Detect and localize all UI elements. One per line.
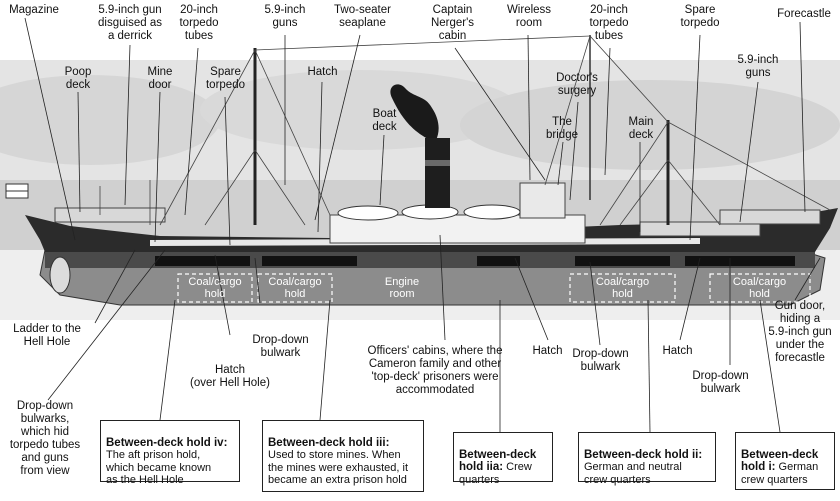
label-drop-bulwark-3: Drop-down bulwark	[692, 370, 749, 395]
label-doctors-surgery: Doctor's surgery	[556, 72, 598, 97]
hold-iia-box: Between-deck hold iia: Crew quarters	[453, 432, 553, 486]
hold-iii-title: Between-deck hold iii:	[268, 436, 390, 449]
label-hatch-top: Hatch	[307, 66, 338, 78]
label-coal-hold-2: Coal/cargo hold	[268, 276, 322, 300]
label-boat-deck: Boat deck	[372, 108, 397, 133]
label-coal-hold-3: Coal/cargo hold	[595, 276, 650, 300]
hold-i-box: Between-deck hold i: German crew quarter…	[735, 432, 835, 490]
hold-iii-desc: Used to store mines. When the mines were…	[268, 449, 409, 486]
label-hatch-mid: Hatch	[532, 345, 563, 357]
label-bridge: The bridge	[546, 116, 578, 141]
label-hatch-hell-hole: Hatch (over Hell Hole)	[190, 364, 270, 389]
label-coal-hold-4: Coal/cargo hold	[732, 276, 787, 300]
label-officers-cabins: Officers' cabins, where the Cameron fami…	[367, 345, 503, 396]
label-wireless-room: Wireless room	[506, 4, 552, 29]
hold-ii-desc: German and neutral crew quarters	[584, 461, 682, 486]
label-poop-deck: Poop deck	[64, 66, 92, 91]
label-spare-torpedo-fwd: Spare torpedo	[680, 4, 720, 29]
label-seaplane: Two-seater seaplane	[334, 4, 391, 29]
label-ladder-hell-hole: Ladder to the Hell Hole	[13, 323, 81, 348]
label-drop-bulwarks: Drop-down bulwarks, which hid torpedo tu…	[9, 400, 81, 477]
hold-iv-desc: The aft prison hold, which became known …	[106, 449, 212, 486]
label-hatch-fwd: Hatch	[662, 345, 693, 357]
label-drop-bulwark-1: Drop-down bulwark	[252, 334, 309, 359]
hold-iv-box: Between-deck hold iv: The aft prison hol…	[100, 420, 240, 486]
label-magazine: Magazine	[9, 4, 59, 16]
hold-ii-box: Between-deck hold ii: German and neutral…	[578, 432, 716, 486]
hold-i-desc: German crew quarters	[741, 461, 819, 486]
hold-ii-title: Between-deck hold ii:	[584, 448, 703, 461]
hold-iia-desc: Crew quarters	[459, 461, 532, 486]
hold-iv-title: Between-deck hold iv:	[106, 436, 228, 449]
label-mine-door: Mine door	[147, 66, 173, 91]
label-drop-bulwark-2: Drop-down bulwark	[572, 348, 629, 373]
label-torpedo-tubes-aft: 20-inch torpedo tubes	[179, 4, 219, 42]
label-guns-fwd: 5.9-inch guns	[737, 54, 779, 79]
label-spare-torpedo-aft: Spare torpedo	[205, 66, 245, 91]
hold-i-title: Between-deck hold i:	[741, 448, 819, 474]
label-gun-derrick: 5.9-inch gun disguised as a derrick	[98, 4, 162, 42]
label-engine-room: Engine room	[384, 276, 420, 300]
label-guns-aft: 5.9-inch guns	[264, 4, 306, 29]
hold-iia-title: Between-deck hold iia:	[459, 448, 537, 474]
label-captains-cabin: Captain Nerger's cabin	[430, 4, 475, 42]
label-torpedo-tubes-fwd: 20-inch torpedo tubes	[589, 4, 629, 42]
label-main-deck: Main deck	[628, 116, 654, 141]
label-gun-door: Gun door, hiding a 5.9-inch gun under th…	[768, 300, 832, 364]
label-forecastle: Forecastle	[777, 8, 831, 20]
hold-iii-box: Between-deck hold iii: Used to store min…	[262, 420, 424, 492]
label-coal-hold-1: Coal/cargo hold	[188, 276, 242, 300]
